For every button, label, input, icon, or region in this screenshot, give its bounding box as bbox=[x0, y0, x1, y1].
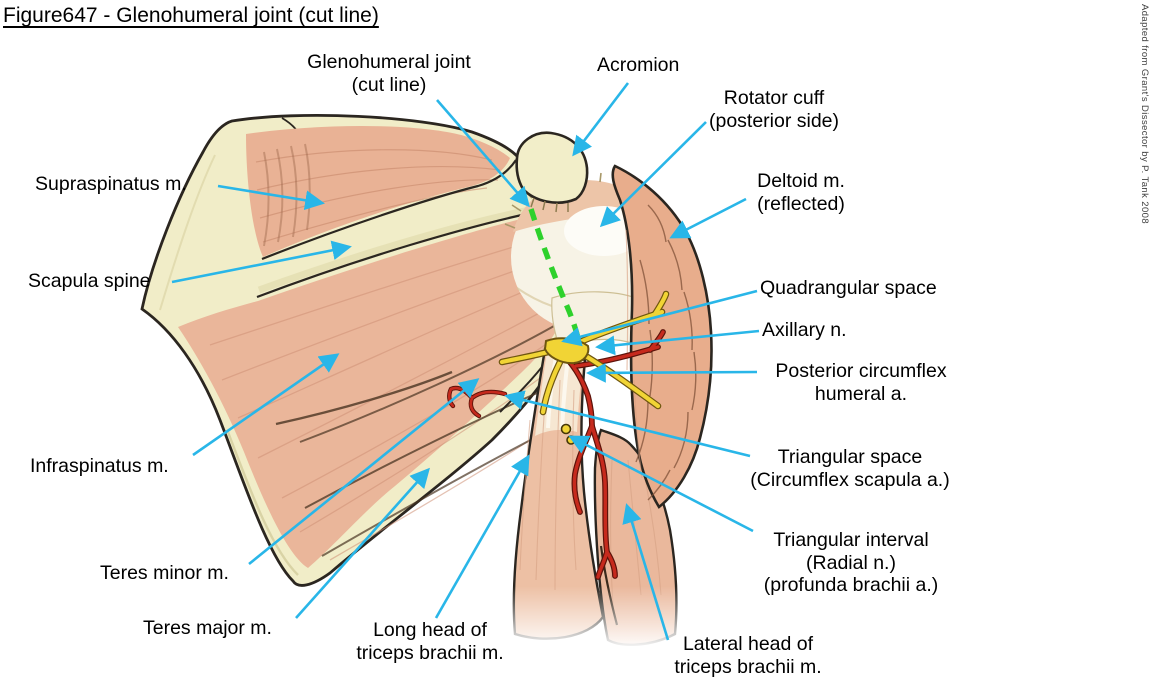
label-glenohumeral-joint: Glenohumeral joint (cut line) bbox=[307, 51, 471, 96]
label-teres-minor: Teres minor m. bbox=[100, 562, 229, 584]
leader-teres-minor bbox=[248, 378, 480, 566]
leader-axillary-nerve bbox=[595, 329, 760, 356]
leader-triangular-space bbox=[504, 390, 751, 458]
label-supraspinatus: Supraspinatus m. bbox=[35, 173, 187, 195]
label-lateral-head-triceps: Lateral head of triceps brachii m. bbox=[674, 633, 822, 678]
attribution-text: Adapted from Grant's Dissector by P. Tan… bbox=[1139, 4, 1150, 224]
axillary-nerve-branches bbox=[498, 290, 670, 445]
label-triangular-interval: Triangular interval (Radial n.) (profund… bbox=[763, 529, 939, 596]
leader-posterior-circumflex bbox=[586, 363, 758, 383]
leader-scapula-spine bbox=[171, 240, 352, 284]
label-teres-major: Teres major m. bbox=[143, 617, 272, 639]
figure-title: Figure647 - Glenohumeral joint (cut line… bbox=[3, 4, 379, 27]
label-deltoid: Deltoid m. (reflected) bbox=[757, 170, 845, 215]
label-posterior-circumflex: Posterior circumflex humeral a. bbox=[775, 360, 947, 405]
supraspinatus-muscle bbox=[246, 126, 510, 258]
label-infraspinatus: Infraspinatus m. bbox=[30, 455, 169, 477]
leader-lateral-head bbox=[622, 503, 670, 641]
label-long-head-triceps: Long head of triceps brachii m. bbox=[356, 619, 504, 664]
label-rotator-cuff: Rotator cuff (posterior side) bbox=[708, 87, 840, 132]
deltoid-lobule-cracks bbox=[635, 204, 697, 501]
leader-deltoid bbox=[669, 197, 747, 239]
leader-infraspinatus bbox=[192, 353, 340, 457]
label-scapula-spine: Scapula spine bbox=[28, 270, 151, 292]
label-acromion: Acromion bbox=[597, 54, 680, 76]
leader-quadrangular-space bbox=[561, 289, 758, 347]
arm-fade bbox=[496, 586, 701, 650]
leader-triangular-interval bbox=[568, 435, 754, 533]
triceps-long-head-muscle bbox=[512, 347, 605, 640]
label-axillary-nerve: Axillary n. bbox=[762, 319, 847, 341]
leader-long-head bbox=[434, 454, 530, 619]
leader-glenohumeral bbox=[436, 99, 530, 208]
leader-rotator-cuff bbox=[599, 121, 707, 228]
label-quadrangular-space: Quadrangular space bbox=[760, 277, 937, 299]
leader-teres-major bbox=[295, 467, 430, 619]
leader-lines bbox=[171, 82, 760, 641]
leader-supraspinatus bbox=[217, 184, 325, 211]
label-triangular-space: Triangular space (Circumflex scapula a.) bbox=[750, 446, 950, 491]
leader-acromion bbox=[572, 82, 630, 157]
